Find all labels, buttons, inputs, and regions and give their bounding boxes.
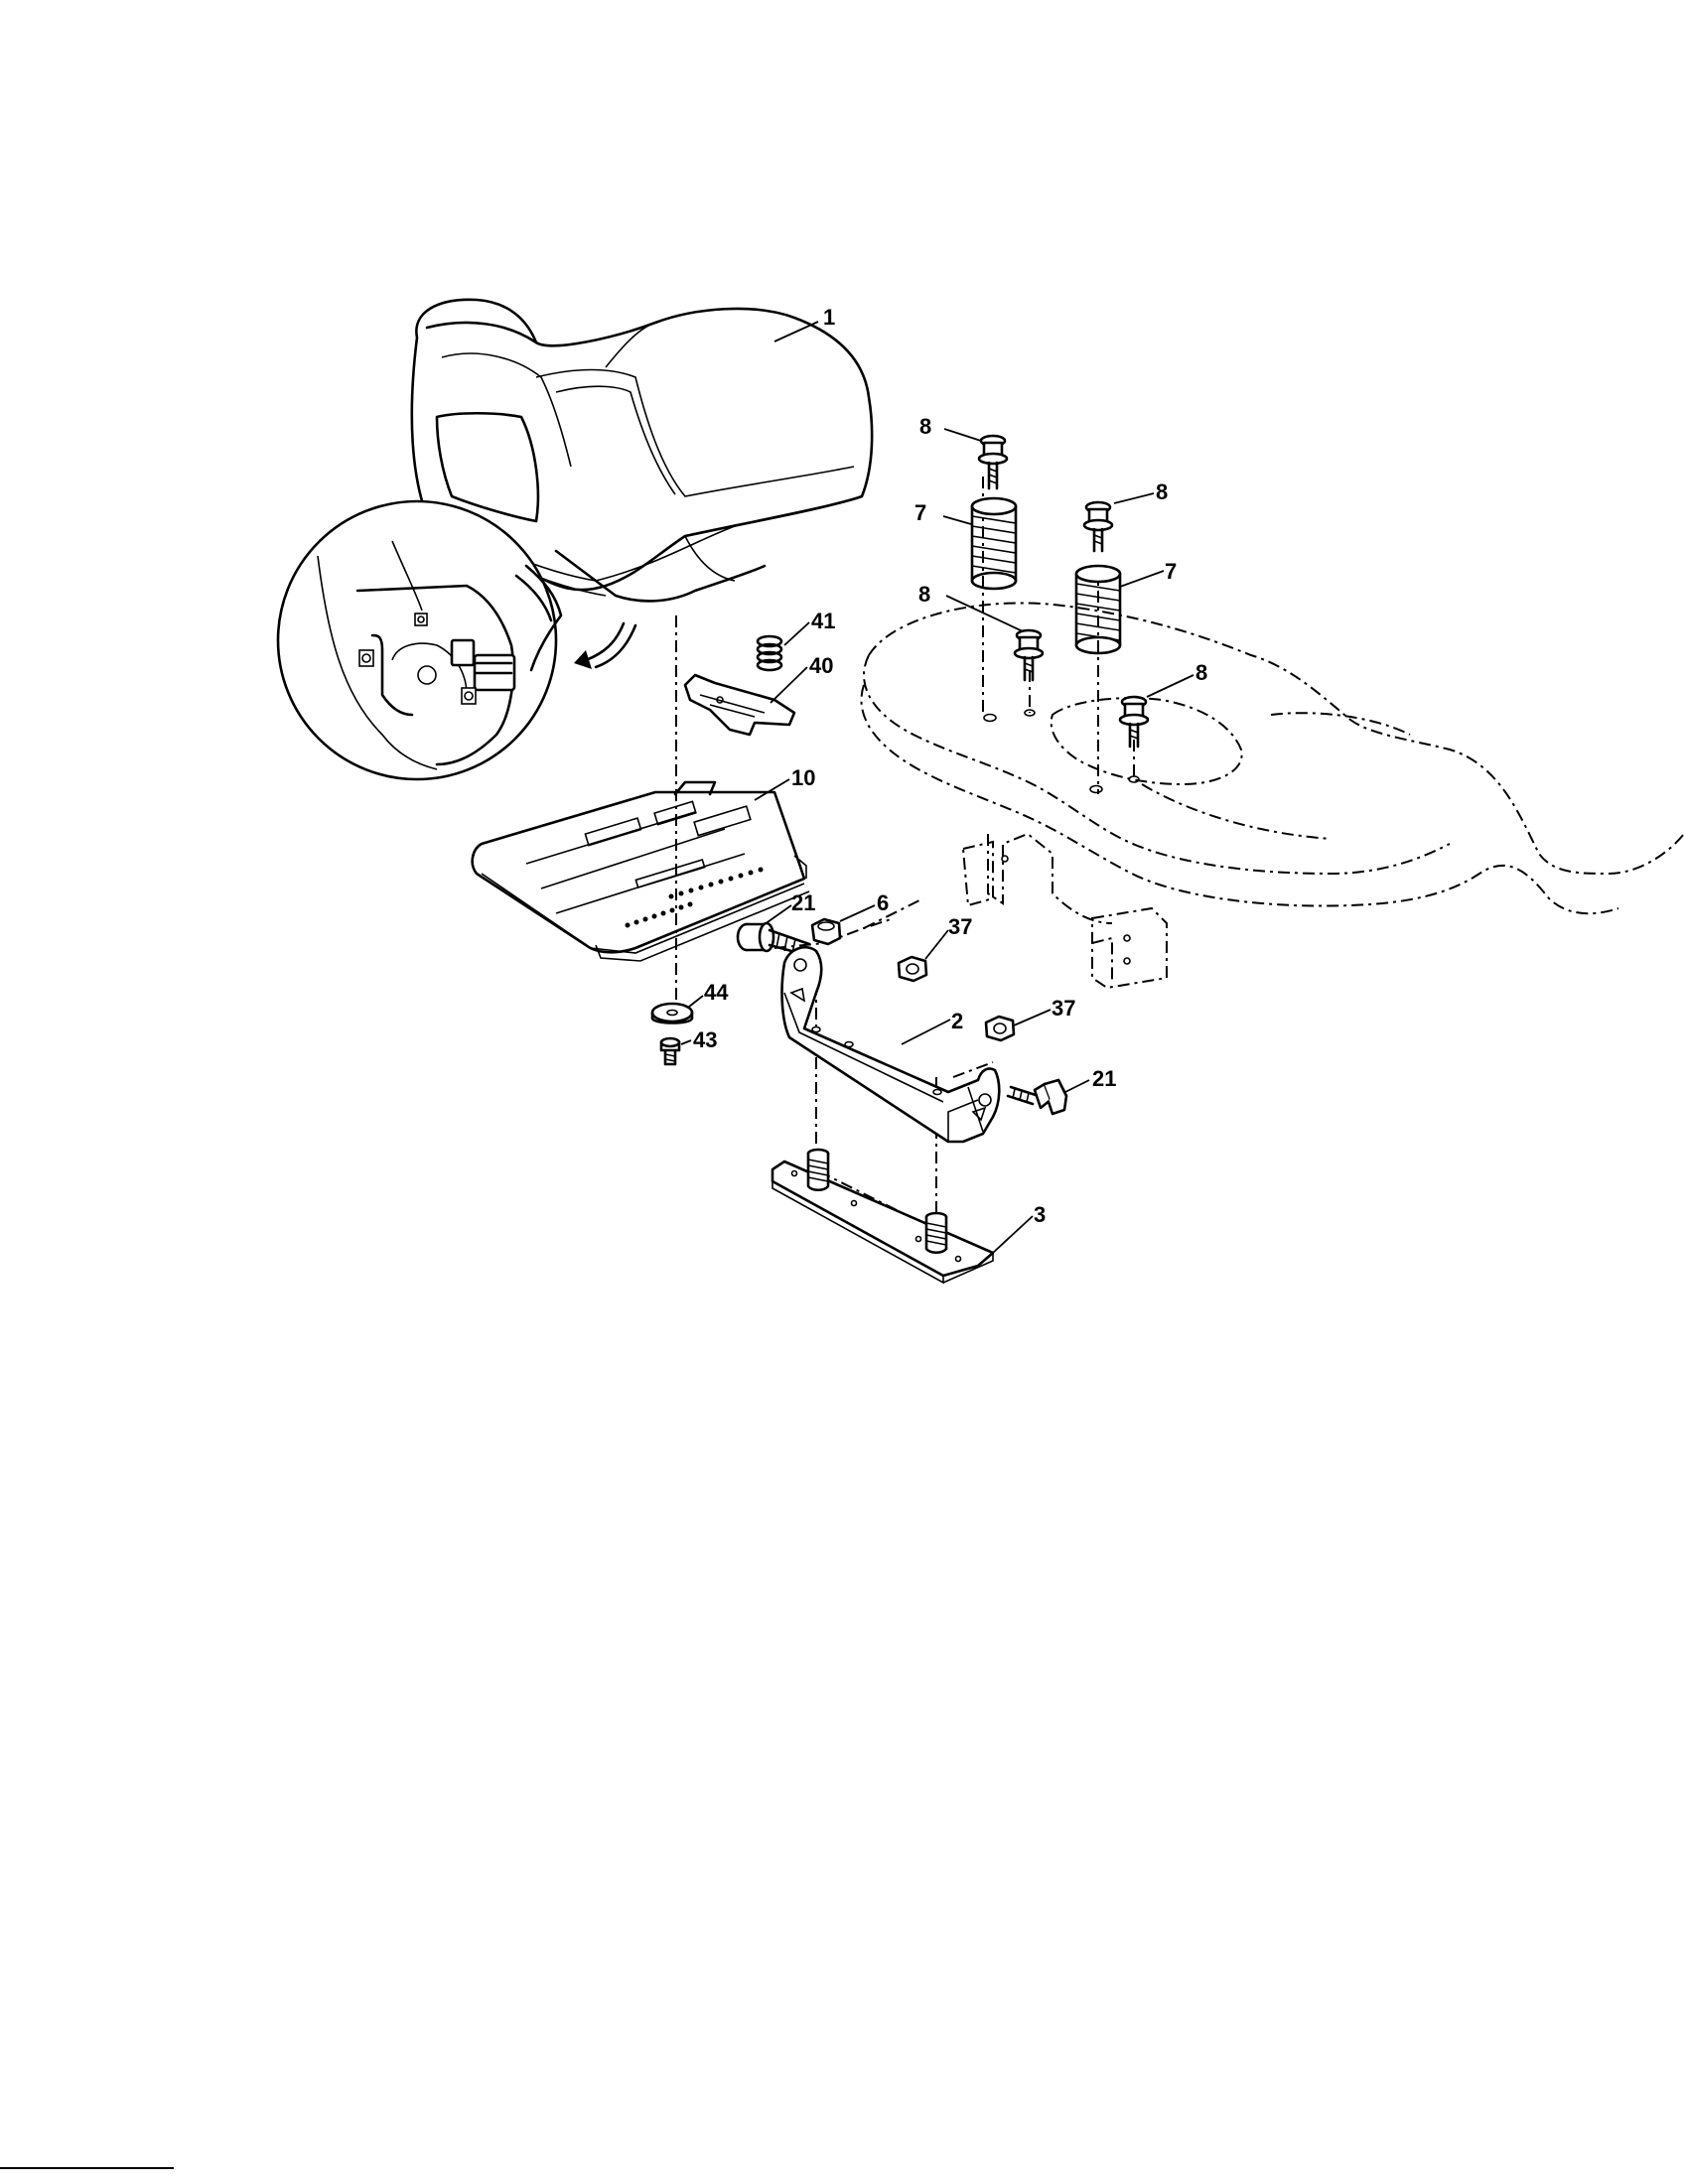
screw xyxy=(659,1036,681,1066)
lock-nut-upper xyxy=(897,955,928,983)
label-lock-nut-lower: 37 xyxy=(1052,996,1075,1021)
part-labels: 1 2 3 6 7 7 8 8 8 8 10 21 21 37 37 40 41… xyxy=(693,305,1207,1227)
label-lock-nut-upper: 37 xyxy=(948,914,972,939)
bolt-top-left xyxy=(977,434,1009,490)
label-nut-top: 6 xyxy=(877,890,889,915)
footer-rule xyxy=(0,2167,174,2169)
seat-pan xyxy=(471,780,810,962)
label-bolt-top-right: 8 xyxy=(1156,479,1168,504)
shoulder-bolt-right xyxy=(1006,1078,1068,1116)
label-spring-right: 7 xyxy=(1165,559,1177,584)
label-mounting-bracket: 2 xyxy=(951,1009,963,1033)
seat-pan-adjustment-holes xyxy=(625,867,764,928)
label-screw: 43 xyxy=(693,1027,717,1052)
spring-left xyxy=(970,496,1018,591)
nut-top xyxy=(810,917,842,946)
label-spring-left: 7 xyxy=(914,500,926,525)
label-seat-pan: 10 xyxy=(791,765,815,790)
label-switch-bracket: 40 xyxy=(809,653,833,678)
stud-right xyxy=(924,1211,948,1255)
label-bottom-plate: 3 xyxy=(1034,1202,1046,1227)
label-seat: 1 xyxy=(823,305,835,330)
bottom-plate xyxy=(771,1148,995,1285)
detail-inset xyxy=(276,499,637,781)
small-spring xyxy=(756,634,783,672)
frame-outline xyxy=(860,602,1684,990)
bolt-mid-left xyxy=(1013,628,1045,682)
lock-nut-lower xyxy=(984,1015,1016,1042)
bolt-top-right xyxy=(1082,500,1114,553)
bolt-mid-right xyxy=(1118,695,1150,749)
spring-right xyxy=(1074,564,1122,655)
label-washer: 44 xyxy=(704,980,729,1005)
switch-bracket xyxy=(683,673,796,737)
label-bolt-mid-right: 8 xyxy=(1195,660,1207,685)
label-bolt-mid-left: 8 xyxy=(918,582,930,607)
seat-mounting-bracket xyxy=(780,946,1001,1144)
washer xyxy=(650,1002,694,1024)
label-bolt-top-left: 8 xyxy=(919,414,931,439)
stud-left xyxy=(806,1148,830,1192)
label-small-spring: 41 xyxy=(811,609,835,633)
label-shoulder-bolt-right: 21 xyxy=(1092,1066,1116,1091)
label-shoulder-bolt-left: 21 xyxy=(791,890,815,915)
leader-lines xyxy=(680,321,1194,1254)
